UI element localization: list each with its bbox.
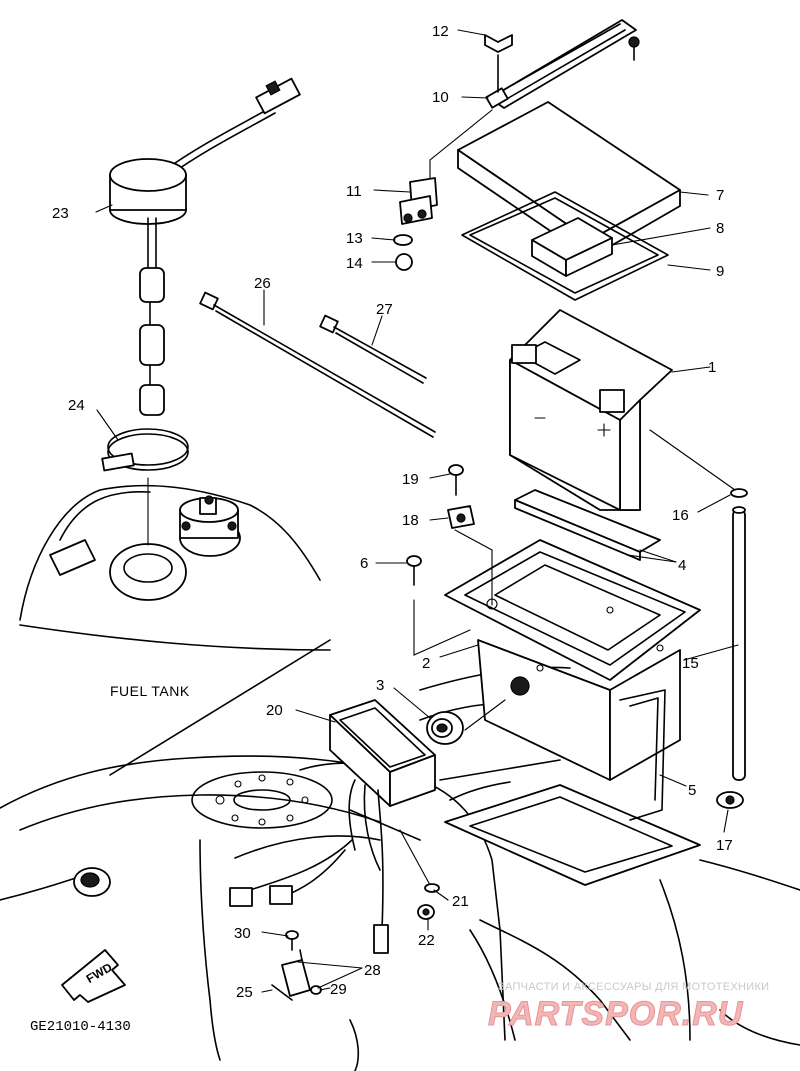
- callout-6: 6: [360, 555, 368, 572]
- callout-25: 25: [236, 984, 253, 1001]
- watermark-brand: PARTSPOR.RU: [488, 995, 744, 1033]
- diagram-code: GE21010-4130: [30, 1019, 131, 1035]
- callout-13: 13: [346, 230, 363, 247]
- battery-strap: [429, 19, 640, 181]
- callout-10: 10: [432, 89, 449, 106]
- nut-washer: [417, 883, 440, 920]
- callout-28: 28: [364, 962, 381, 979]
- fwd-arrow: FWD: [61, 949, 126, 1003]
- callout-8: 8: [716, 220, 724, 237]
- fuel-tank-label: FUEL TANK: [110, 683, 190, 699]
- callout-23: 23: [52, 205, 69, 222]
- callout-30: 30: [234, 925, 251, 942]
- callout-29: 29: [330, 981, 347, 998]
- callout-16: 16: [672, 507, 689, 524]
- callout-18: 18: [402, 512, 419, 529]
- callout-14: 14: [346, 255, 363, 272]
- callout-7: 7: [716, 187, 724, 204]
- cable-ties: [199, 291, 436, 438]
- callout-22: 22: [418, 932, 435, 949]
- fuel-tank: [19, 484, 331, 651]
- fuse-holder: [271, 930, 322, 1001]
- battery-box: [444, 539, 701, 781]
- fasteners: [406, 464, 493, 656]
- watermark-tagline: ЗАПЧАСТИ И АКСЕССУАРЫ ДЛЯ МОТОТЕХНИКИ: [498, 981, 769, 993]
- hose-clamp: [101, 428, 189, 546]
- callout-15: 15: [682, 655, 699, 672]
- callout-12: 12: [432, 23, 449, 40]
- callout-26: 26: [254, 275, 271, 292]
- callout-20: 20: [266, 702, 283, 719]
- callout-21: 21: [452, 893, 469, 910]
- callout-24: 24: [68, 397, 85, 414]
- callout-1: 1: [708, 359, 716, 376]
- vent-tube: [649, 429, 748, 809]
- box-strap: [619, 689, 666, 821]
- battery: [509, 309, 673, 511]
- callout-19: 19: [402, 471, 419, 488]
- callout-3: 3: [376, 677, 384, 694]
- callout-4: 4: [678, 557, 686, 574]
- box-grommet: [426, 699, 506, 745]
- battery-pads: [514, 489, 661, 561]
- callout-27: 27: [376, 301, 393, 318]
- callout-2: 2: [422, 655, 430, 672]
- hull-outline: [0, 639, 800, 1071]
- fuse-box: [229, 699, 436, 954]
- callout-11: 11: [346, 183, 362, 200]
- callout-17: 17: [716, 837, 733, 854]
- watermark: ЗАПЧАСТИ И АКСЕССУАРЫ ДЛЯ МОТОТЕХНИКИ PA…: [488, 981, 770, 1034]
- battery-cover: [457, 101, 681, 301]
- callout-5: 5: [688, 782, 696, 799]
- callout-numbers: 1 2 3 4 5 6 7 8 9 10 11 12 13 14 15 16 1…: [52, 23, 733, 1001]
- leader-lines: [95, 29, 739, 993]
- callout-9: 9: [716, 263, 724, 280]
- fuel-sender-unit: [109, 77, 301, 416]
